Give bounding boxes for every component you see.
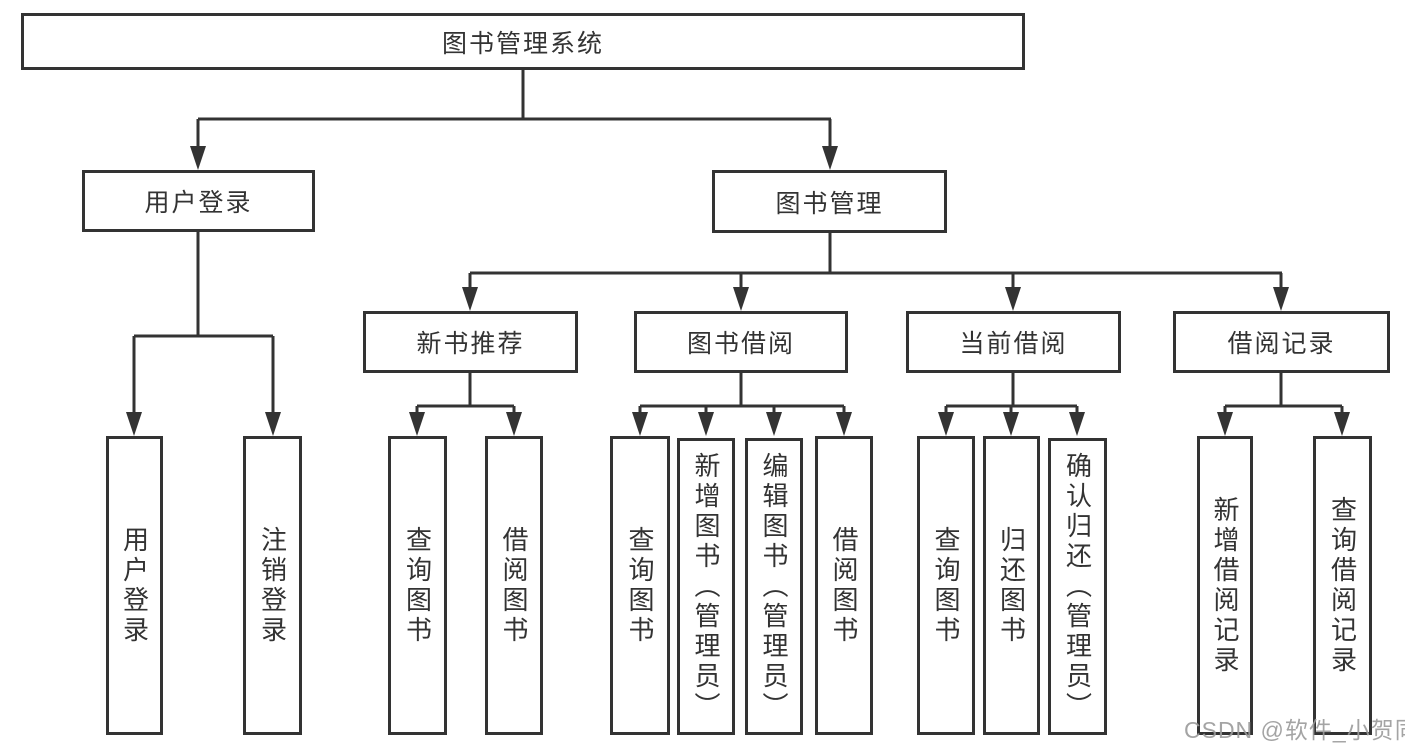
node-leaf-borrow-books-2: 借阅图书 — [815, 436, 873, 735]
node-leaf-confirm-return-admin: 确认归还（管理员） — [1048, 438, 1107, 735]
node-leaf-query-books-1: 查询图书 — [388, 436, 447, 735]
node-new-book-recommend: 新书推荐 — [363, 311, 578, 373]
node-root: 图书管理系统 — [21, 13, 1025, 70]
node-book-borrow: 图书借阅 — [634, 311, 848, 373]
node-leaf-query-books-2: 查询图书 — [610, 436, 670, 735]
csdn-watermark: CSDN @软件_小贺同学 — [1184, 717, 1405, 743]
node-leaf-add-books-admin: 新增图书（管理员） — [677, 438, 735, 735]
node-leaf-query-books-3: 查询图书 — [917, 436, 975, 735]
node-leaf-user-login: 用户登录 — [106, 436, 163, 735]
node-leaf-logout: 注销登录 — [243, 436, 302, 735]
node-user-login: 用户登录 — [82, 170, 315, 232]
node-leaf-query-borrow-record: 查询借阅记录 — [1313, 436, 1372, 735]
node-book-management: 图书管理 — [712, 170, 947, 233]
node-leaf-borrow-books-1: 借阅图书 — [485, 436, 543, 735]
node-borrow-record: 借阅记录 — [1173, 311, 1390, 373]
node-leaf-return-books: 归还图书 — [983, 436, 1040, 735]
node-leaf-add-borrow-record: 新增借阅记录 — [1197, 436, 1253, 735]
node-current-borrow: 当前借阅 — [906, 311, 1121, 373]
node-leaf-edit-books-admin: 编辑图书（管理员） — [745, 438, 803, 735]
